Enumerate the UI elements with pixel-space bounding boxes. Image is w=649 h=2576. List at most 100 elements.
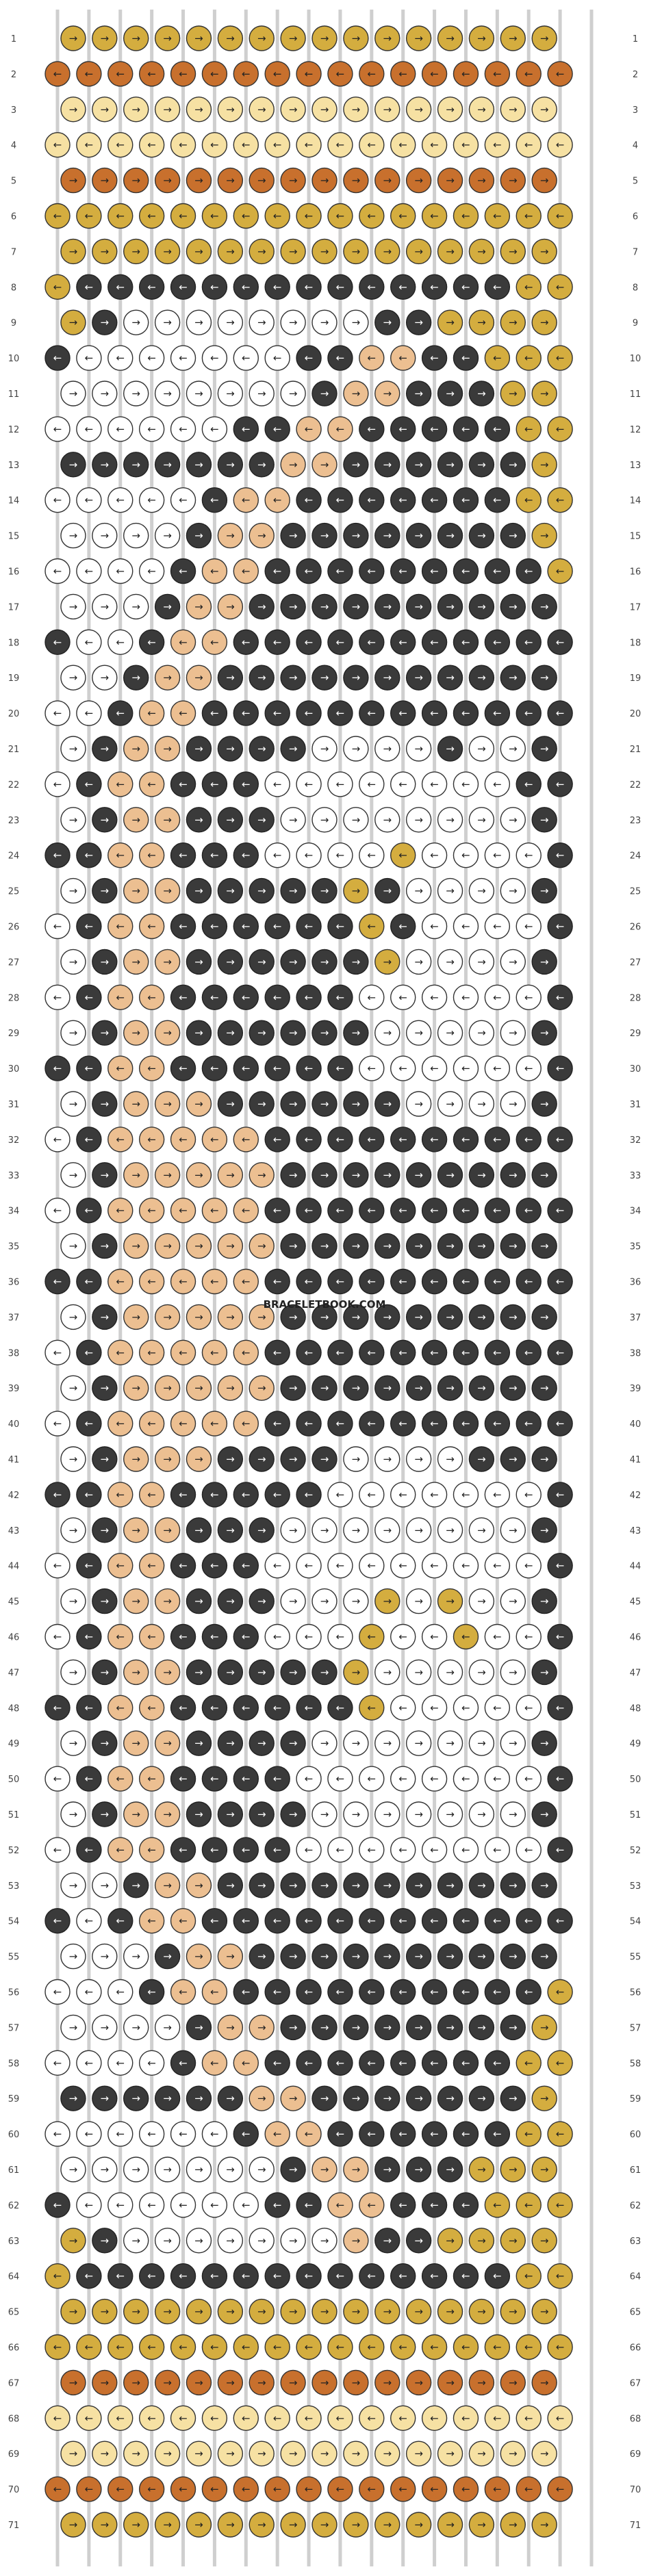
arrow-right-icon: → <box>257 2519 266 2531</box>
arrow-right-icon: → <box>226 2376 235 2388</box>
arrow-right-icon: → <box>540 387 549 400</box>
knot: → <box>531 1588 557 1614</box>
knot: → <box>280 1588 306 1614</box>
arrow-left-icon: ← <box>179 1417 188 1430</box>
knot: ← <box>264 1055 290 1081</box>
arrow-left-icon: ← <box>147 423 156 435</box>
knot: → <box>92 1446 118 1472</box>
arrow-right-icon: → <box>320 387 329 400</box>
knot: → <box>186 2156 212 2182</box>
row-number-right: 33 <box>630 1171 641 1181</box>
knot: → <box>123 1943 149 1970</box>
arrow-right-icon: → <box>352 671 361 684</box>
knot: → <box>500 665 526 691</box>
arrow-left-icon: ← <box>461 636 470 648</box>
knot: ← <box>516 1339 542 1366</box>
knot: → <box>217 1020 244 1046</box>
arrow-left-icon: ← <box>273 1205 282 1217</box>
knot: ← <box>516 1623 542 1650</box>
row-number-left: 42 <box>8 1491 20 1501</box>
knot: → <box>405 1446 432 1472</box>
knot: → <box>60 807 86 833</box>
arrow-right-icon: → <box>320 955 329 968</box>
arrow-left-icon: ← <box>116 991 125 1003</box>
knot: → <box>217 1943 244 1970</box>
arrow-right-icon: → <box>226 1311 235 1323</box>
arrow-right-icon: → <box>383 1453 392 1465</box>
arrow-left-icon: ← <box>273 2412 282 2424</box>
arrow-left-icon: ← <box>556 2057 565 2069</box>
arrow-left-icon: ← <box>242 1915 251 1927</box>
arrow-left-icon: ← <box>273 68 282 80</box>
knot: → <box>405 877 432 904</box>
knot: ← <box>484 1695 511 1721</box>
knot: → <box>311 1233 338 1259</box>
knot: → <box>186 736 212 762</box>
knot: ← <box>264 1766 290 1792</box>
arrow-left-icon: ← <box>305 1631 314 1643</box>
arrow-right-icon: → <box>257 103 266 116</box>
arrow-left-icon: ← <box>116 1844 125 1856</box>
arrow-left-icon: ← <box>53 2128 62 2140</box>
arrow-right-icon: → <box>163 103 172 116</box>
arrow-left-icon: ← <box>430 352 439 364</box>
arrow-right-icon: → <box>509 459 518 471</box>
arrow-right-icon: → <box>226 885 235 897</box>
arrow-right-icon: → <box>446 459 455 471</box>
arrow-left-icon: ← <box>147 1133 156 1146</box>
knot: ← <box>44 1979 71 2005</box>
arrow-right-icon: → <box>320 2306 329 2318</box>
arrow-right-icon: → <box>163 1169 172 1181</box>
knot: → <box>186 1446 212 1472</box>
knot: ← <box>107 1197 133 1224</box>
knot: ← <box>453 2050 479 2076</box>
knot: → <box>374 1091 400 1117</box>
arrow-left-icon: ← <box>210 2412 219 2424</box>
knot: → <box>217 25 244 51</box>
knot: ← <box>516 1766 542 1792</box>
arrow-right-icon: → <box>289 1808 298 1820</box>
row-number-left: 46 <box>8 1633 20 1643</box>
knot: → <box>60 1446 86 1472</box>
arrow-right-icon: → <box>69 2306 78 2318</box>
knot: ← <box>484 1552 511 1579</box>
knot: ← <box>327 1411 353 1437</box>
knot: ← <box>327 2405 353 2432</box>
knot: → <box>280 2014 306 2041</box>
arrow-left-icon: ← <box>493 1133 502 1146</box>
arrow-right-icon: → <box>352 103 361 116</box>
knot: ← <box>453 1552 479 1579</box>
arrow-right-icon: → <box>383 2021 392 2033</box>
arrow-left-icon: ← <box>430 778 439 790</box>
knot: → <box>154 2298 181 2325</box>
knot: → <box>311 2014 338 2041</box>
arrow-left-icon: ← <box>524 281 533 293</box>
arrow-right-icon: → <box>226 1169 235 1181</box>
knot: → <box>311 736 338 762</box>
knot: → <box>343 1020 369 1046</box>
arrow-left-icon: ← <box>116 494 125 506</box>
knot: ← <box>359 2476 385 2502</box>
knot: ← <box>138 1197 165 1224</box>
knot: ← <box>201 1482 228 1508</box>
knot: ← <box>170 1623 196 1650</box>
arrow-left-icon: ← <box>556 352 565 364</box>
knot: ← <box>547 1411 573 1437</box>
arrow-right-icon: → <box>226 1098 235 1110</box>
arrow-right-icon: → <box>257 1240 266 1252</box>
arrow-left-icon: ← <box>524 1844 533 1856</box>
knot: ← <box>201 274 228 300</box>
knot: → <box>437 2014 463 2041</box>
knot: → <box>343 309 369 335</box>
row-number-right: 60 <box>630 2130 641 2140</box>
knot: ← <box>264 700 290 726</box>
knot: → <box>123 949 149 975</box>
knot: ← <box>201 1126 228 1152</box>
row-number-left: 48 <box>8 1703 20 1714</box>
knot: → <box>217 1872 244 1898</box>
knot: → <box>217 2369 244 2396</box>
knot: → <box>60 2228 86 2254</box>
arrow-left-icon: ← <box>556 423 565 435</box>
arrow-right-icon: → <box>257 530 266 542</box>
arrow-right-icon: → <box>352 175 361 187</box>
